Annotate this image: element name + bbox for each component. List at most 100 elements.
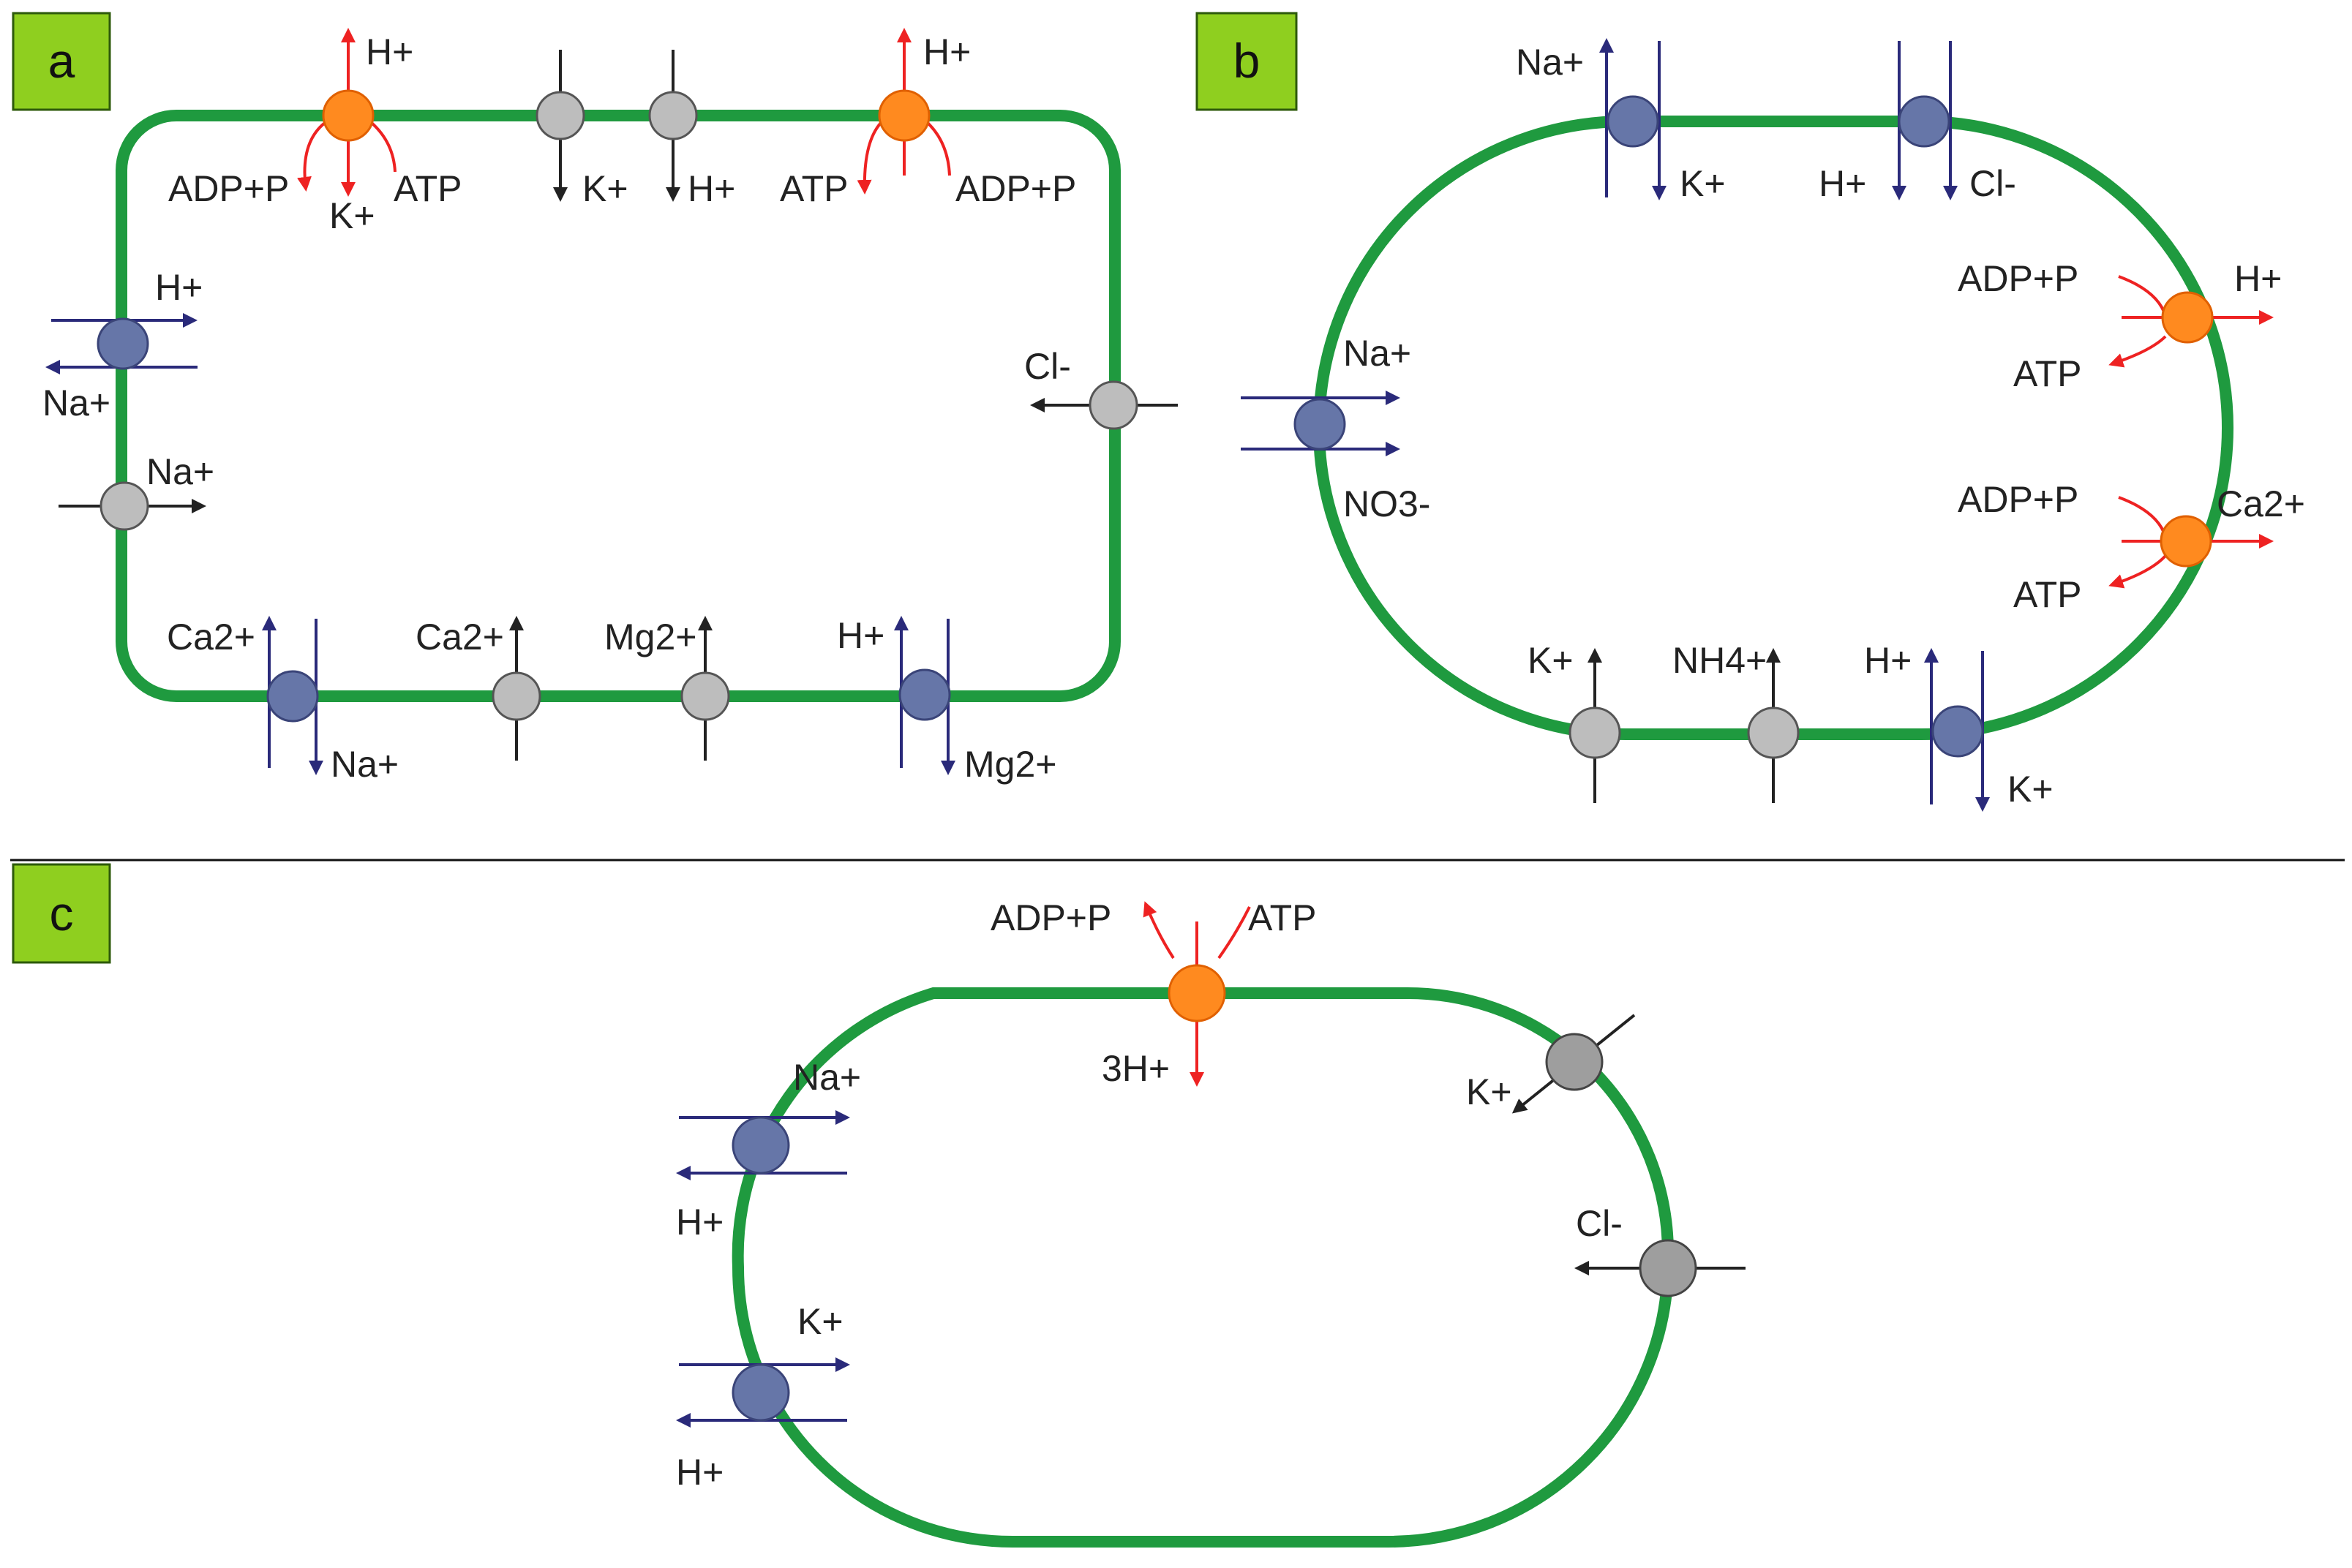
panel-a-label-h2: H+ [688, 168, 735, 209]
panel-a-channel-cl-circle [1089, 380, 1138, 430]
panel-a-pump-1-circle [322, 89, 375, 142]
panel-b-label-na2: Na+ [1343, 333, 1411, 374]
panel-a-label-mg: Mg2+ [604, 617, 696, 657]
panel-c-label-h2: H+ [676, 1452, 724, 1493]
panel-c-tag-label: c [50, 886, 74, 941]
panel-b-antiporter-h-k: H+ K+ [1864, 640, 2054, 812]
panel-a-tag: a [12, 12, 111, 111]
panel-c-pump: ADP+P ATP 3H+ [991, 897, 1317, 1089]
panel-b-label-h: H+ [1819, 163, 1866, 204]
panel-a-label-h3: H+ [923, 31, 971, 72]
panel-b-label-adp2: ADP+P [1958, 479, 2078, 520]
panel-a-label-ca: Ca2+ [167, 617, 255, 657]
panel-b-label-ca: Ca2+ [2217, 483, 2305, 524]
panel-a-label-na3: Na+ [331, 744, 399, 785]
panel-b-label-atp: ATP [2013, 353, 2082, 394]
panel-b-symporter-na-no3-circle [1293, 398, 1346, 451]
panel-a-label-mg2: Mg2+ [964, 744, 1056, 785]
panel-b-pump-h: ADP+P H+ ATP [1958, 258, 2282, 394]
panel-a-uniporter-h-circle [648, 91, 698, 140]
panel-b: b Na+ K+ H+ Cl- ADP+P H+ ATP [1195, 12, 2305, 812]
panel-c-channel-cl-circle [1639, 1239, 1697, 1297]
panel-b-antiporter-na-k: Na+ K+ [1516, 38, 1726, 204]
panel-b-symporter-na-no3: Na+ NO3- [1241, 333, 1430, 524]
panel-a-label-h5: H+ [837, 615, 884, 656]
panel-a-label-h: H+ [366, 31, 413, 72]
panel-c-antiporter-k-h-circle [732, 1363, 790, 1422]
panel-a-label-cl: Cl- [1024, 346, 1071, 387]
panel-c-channel-k-circle [1545, 1033, 1604, 1091]
panel-c-antiporter-na-h: Na+ H+ [676, 1057, 861, 1243]
panel-a-label-na2: Na+ [146, 451, 214, 492]
panel-b-uniporter-nh4-circle [1747, 706, 1800, 759]
panel-b-tag-label: b [1233, 34, 1260, 88]
panel-a-label-na: Na+ [42, 382, 110, 423]
panel-b-tag: b [1195, 12, 1298, 111]
panel-a-tag-label: a [48, 34, 75, 88]
panel-a-channel-cl: Cl- [1024, 346, 1178, 430]
panel-a-uniporter-ca: Ca2+ [416, 616, 541, 761]
panel-b-symporter-h-cl: H+ Cl- [1819, 41, 2016, 204]
panel-b-label-k3: K+ [2007, 769, 2054, 810]
panel-a-antiporter-h-mg: H+ Mg2+ [837, 615, 1056, 785]
panel-c-label-k2: K+ [797, 1301, 844, 1342]
panel-a-uniporter-na-circle [99, 481, 149, 531]
panel-a-uniporter-k: K+ [536, 50, 628, 209]
panel-b-label-adp: ADP+P [1958, 258, 2078, 299]
panel-b-membrane [1313, 116, 2233, 740]
panel-b-label-k2: K+ [1528, 640, 1574, 681]
panel-b-label-cl: Cl- [1969, 163, 2016, 204]
panel-c-channel-cl: Cl- [1574, 1203, 1746, 1297]
panel-a-uniporter-mg-circle [680, 671, 730, 721]
panel-a-label-k: K+ [329, 195, 375, 236]
panel-b-label-na: Na+ [1516, 42, 1584, 83]
panel-c-membrane [732, 987, 1674, 1548]
panel-c-label-adp: ADP+P [991, 897, 1111, 938]
panel-b-uniporter-nh4: NH4+ [1672, 640, 1800, 803]
panel-a-uniporter-mg: Mg2+ [604, 616, 730, 761]
panel-c-antiporter-na-h-circle [732, 1116, 790, 1175]
panel-c-antiporter-k-h: K+ H+ [676, 1301, 850, 1493]
panel-a-pump-1: H+ ADP+P K+ ATP [168, 28, 462, 236]
panel-a-label-k2: K+ [582, 168, 628, 209]
panel-b-pump-ca-circle [2160, 515, 2212, 568]
panel-a-uniporter-na: Na+ [59, 451, 214, 531]
panel-c-channel-k: K+ [1466, 1014, 1636, 1114]
panel-c-label-h: H+ [676, 1202, 724, 1243]
panel-a-antiporter-ca-na: Ca2+ Na+ [167, 616, 399, 785]
panel-c-label-atp: ATP [1248, 897, 1317, 938]
panel-a-pump-2-circle [878, 89, 931, 142]
panel-a-label-ca2: Ca2+ [416, 617, 504, 657]
panel-c-label-cl: Cl- [1576, 1203, 1623, 1244]
panel-b-label-no3: NO3- [1343, 483, 1430, 524]
panel-a-antiporter-h-mg-circle [898, 668, 951, 721]
panel-b-pump-ca: ADP+P Ca2+ ATP [1958, 479, 2305, 615]
panel-b-label-atp2: ATP [2013, 574, 2082, 615]
panel-b-uniporter-k-circle [1568, 706, 1621, 759]
panel-b-antiporter-na-k-circle [1607, 95, 1659, 148]
panel-c-pump-circle [1168, 964, 1226, 1022]
panel-a-label-h4: H+ [155, 267, 203, 308]
panel-c-label-na: Na+ [793, 1057, 861, 1098]
panel-b-label-h3: H+ [1864, 640, 1912, 681]
panel-a-label-adp: ADP+P [168, 168, 289, 209]
panel-b-label-h2: H+ [2234, 258, 2282, 299]
panel-c-tag: c [12, 863, 111, 964]
panel-a-antiporter-ca-na-circle [266, 670, 319, 723]
panel-a-uniporter-h: H+ [648, 50, 735, 209]
panel-a-label-atp: ATP [394, 168, 462, 209]
panel-a-uniporter-ca-circle [492, 671, 541, 721]
panel-b-antiporter-h-k-circle [1931, 705, 1984, 758]
panel-c: c ADP+P ATP 3H+ K+ Cl- [12, 863, 1746, 1548]
panel-a-label-adp2: ADP+P [955, 168, 1076, 209]
panel-a-antiporter-left: H+ Na+ [42, 267, 203, 423]
panel-a-label-atp2: ATP [780, 168, 849, 209]
panel-b-symporter-h-cl-circle [1898, 95, 1950, 148]
panel-a-uniporter-k-circle [536, 91, 585, 140]
panel-b-label-k: K+ [1680, 163, 1726, 204]
panel-a: a H+ ADP+P K+ ATP K+ H+ [12, 12, 1178, 785]
panel-a-pump-2: H+ ATP ADP+P [780, 28, 1076, 209]
panel-c-label-k: K+ [1466, 1071, 1512, 1112]
